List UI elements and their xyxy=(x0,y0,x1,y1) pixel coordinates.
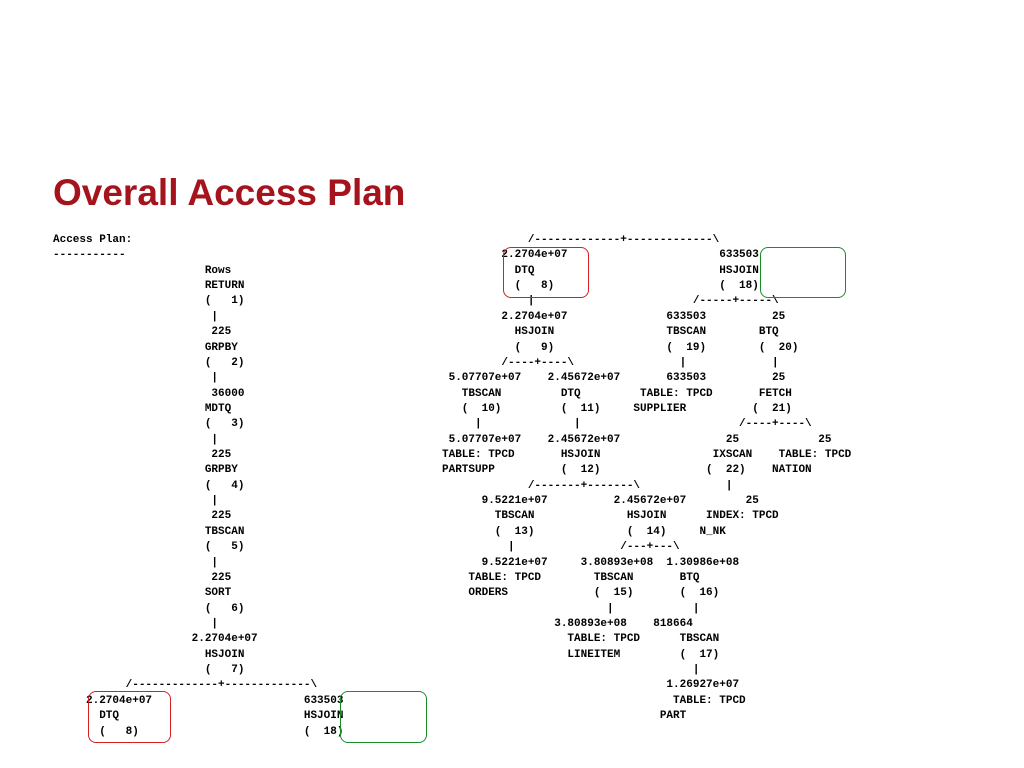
access-plan-tree-left: Access Plan: ----------- Rows RETURN ( 1… xyxy=(53,234,344,738)
hsjoin-highlight-box-right xyxy=(760,247,846,298)
dtq-highlight-box-left xyxy=(88,691,171,743)
dtq-highlight-box-right xyxy=(503,247,589,298)
slide-title: Overall Access Plan xyxy=(53,172,406,213)
access-plan-tree-right: /-------------+-------------\ 2.2704e+07… xyxy=(442,234,852,723)
hsjoin-highlight-box-left xyxy=(340,691,427,743)
